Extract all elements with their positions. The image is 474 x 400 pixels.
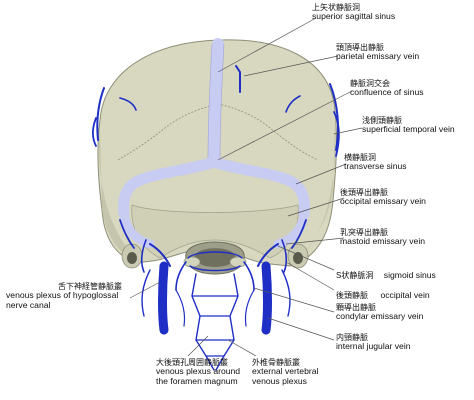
label-jp: 後頭導出静脈 (340, 188, 388, 197)
veins (92, 65, 340, 371)
label-en: superficial temporal vein (362, 124, 455, 135)
label-jp: S状静脈洞 (336, 271, 374, 280)
label-en-line2: the foramen magnum (156, 376, 238, 387)
sigmoid-sinus-left-shape (119, 209, 155, 249)
transverse-sinus-right-shape (208, 156, 310, 220)
label-external-vertebral-venous-plexus: 外椎骨静脈叢 external vertebral venous plexus (252, 358, 318, 387)
label-en-line1: external vertebral (252, 366, 319, 377)
label-en: sigmoid sinus (383, 270, 436, 280)
transverse-sinus-left-shape (118, 156, 220, 220)
label-en: confluence of sinus (350, 87, 424, 98)
dural-sinuses (118, 38, 310, 249)
label-en-line2: nerve canal (6, 300, 51, 311)
label-en: parietal emissary vein (336, 51, 420, 62)
sigmoid-sinus-right-shape (273, 209, 309, 249)
label-occipital-emissary-vein: 後頭導出静脈 occipital emissary vein (340, 188, 426, 207)
label-jp: 顆導出静脈 (336, 303, 376, 312)
label-confluence-of-sinus: 静脈洞交会 confluence of sinus (350, 79, 424, 98)
label-mastoid-emissary-vein: 乳突導出静脈 mastoid emissary vein (340, 228, 425, 247)
label-jp: 上矢状静脈洞 (312, 3, 360, 12)
label-en-line1: venous plexus of hypoglossal (6, 290, 119, 301)
label-jp: 浅側頭静脈 (362, 116, 402, 125)
label-jp: 静脈洞交会 (350, 79, 390, 88)
label-en: occipital vein (380, 290, 430, 300)
label-en-line2: venous plexus (252, 376, 307, 387)
label-en: mastoid emissary vein (340, 236, 426, 247)
label-jp: 乳突導出静脈 (340, 228, 388, 237)
label-jp: 頭頂導出静脈 (336, 43, 384, 52)
label-jp: 大後頭孔周囲静脈叢 (156, 358, 228, 367)
label-condylar-emissary-vein: 顆導出静脈 condylar emissary vein (336, 303, 423, 322)
label-internal-jugular-vein: 内頸静脈 internal jugular vein (336, 333, 411, 352)
label-venous-plexus-foramen-magnum: 大後頭孔周囲静脈叢 venous plexus around the foram… (156, 358, 240, 387)
superior-sagittal-sinus-shape (208, 38, 224, 166)
label-superior-sagittal-sinus: 上矢状静脈洞 superior sagittal sinus (312, 3, 395, 22)
label-en: superior sagittal sinus (312, 11, 396, 22)
label-superficial-temporal-vein: 浅側頭静脈 superficial temporal vein (362, 116, 455, 135)
label-parietal-emissary-vein: 頭頂導出静脈 parietal emissary vein (336, 43, 419, 62)
label-en: occipital emissary vein (340, 196, 426, 207)
label-jp: 横静脈洞 (344, 153, 376, 162)
label-venous-plexus-hypoglossal: 舌下神経管静脈叢 venous plexus of hypoglossal ne… (6, 282, 122, 311)
label-en: transverse sinus (344, 161, 407, 172)
label-en: condylar emissary vein (336, 311, 424, 322)
label-transverse-sinus: 横静脈洞 transverse sinus (344, 153, 407, 172)
label-en: internal jugular vein (336, 341, 411, 352)
label-sigmoid-sinus: S状静脈洞 sigmoid sinus (336, 265, 436, 283)
label-jp: 後頭静脈 (336, 291, 368, 300)
label-jp: 舌下神経管静脈叢 (58, 282, 122, 291)
label-en-line1: venous plexus around (156, 366, 241, 377)
leader-lines (129, 17, 363, 357)
label-occipital-vein: 後頭静脈 occipital vein (336, 285, 430, 303)
label-jp: 内頸静脈 (336, 333, 368, 342)
label-jp: 外椎骨静脈叢 (252, 358, 300, 367)
